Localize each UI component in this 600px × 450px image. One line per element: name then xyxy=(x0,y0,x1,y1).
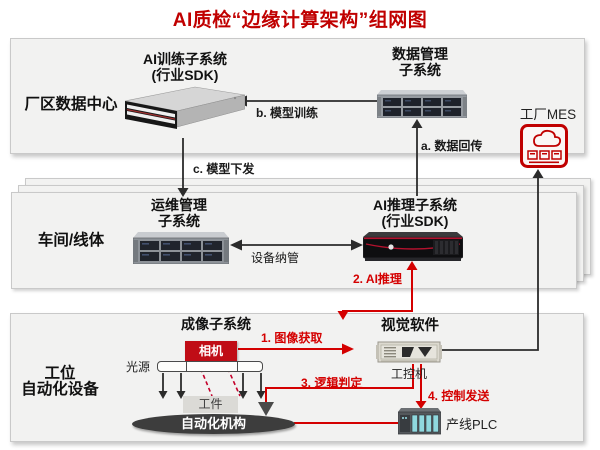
zone-datacenter xyxy=(10,38,585,154)
zone-workshop xyxy=(11,192,577,289)
data-mgmt-title-line2: 子系统 xyxy=(399,61,441,78)
training-title-line2: (行业SDK) xyxy=(151,66,219,83)
light-source-label: 光源 xyxy=(126,360,151,374)
workpiece-box: 工件 xyxy=(183,396,238,413)
zone-label-station: 工位 自动化设备 xyxy=(8,366,112,398)
zone-label-station-line1: 工位 xyxy=(44,365,76,382)
edge-label-data-backhaul: a. 数据回传 xyxy=(421,139,483,153)
page-title: AI质检“边缘计算架构”组网图 xyxy=(172,10,428,31)
inference-title-line1: AI推理子系统 xyxy=(373,197,457,213)
plc-icon xyxy=(398,408,441,435)
edge-label-model-training: b. 模型训练 xyxy=(256,106,318,120)
actuator-ellipse: 自动化机构 xyxy=(132,414,295,434)
inference-subsystem-title: AI推理子系统 (行业SDK) xyxy=(353,197,477,229)
ipc-label: 工控机 xyxy=(390,367,427,381)
zone-label-workshop: 车间/线体 xyxy=(37,232,105,249)
light-bar-divider xyxy=(237,362,238,371)
edge-label-model-deploy: c. 模型下发 xyxy=(193,162,255,176)
om-title-line2: 子系统 xyxy=(158,212,200,229)
imaging-subsystem-title: 成像子系统 xyxy=(181,316,251,332)
training-subsystem-title: AI训练子系统 (行业SDK) xyxy=(133,51,237,83)
edge-label-image-acquire: 1. 图像获取 xyxy=(261,331,323,345)
edge-label-logic-decision: 3. 逻辑判定 xyxy=(301,376,363,390)
om-server-icon xyxy=(133,232,229,264)
edge-label-control-send: 4. 控制发送 xyxy=(428,389,490,403)
data-mgmt-title-line1: 数据管理 xyxy=(392,46,448,62)
storage-server-icon xyxy=(377,90,467,118)
zone-label-station-line2: 自动化设备 xyxy=(21,381,99,398)
zone-label-datacenter: 厂区数据中心 xyxy=(24,96,118,113)
edge-label-ai-inference: 2. AI推理 xyxy=(353,272,402,286)
zone-station xyxy=(10,313,584,442)
data-mgmt-subsystem-title: 数据管理 子系统 xyxy=(378,46,462,78)
mes-label: 工厂MES xyxy=(519,107,577,122)
mes-cloud-icon xyxy=(520,124,568,168)
om-subsystem-title: 运维管理 子系统 xyxy=(137,197,221,229)
training-title-line1: AI训练子系统 xyxy=(143,51,227,67)
light-bar-divider xyxy=(186,362,187,371)
inference-server-icon xyxy=(363,232,463,261)
plc-label: 产线PLC xyxy=(446,417,498,432)
camera-box: 相机 xyxy=(185,341,237,361)
edge-label-device-manage: 设备纳管 xyxy=(251,251,300,265)
light-bar xyxy=(157,361,263,372)
vision-software-title: 视觉软件 xyxy=(381,318,439,334)
om-title-line1: 运维管理 xyxy=(151,197,207,213)
training-server-icon xyxy=(125,86,245,129)
ipc-icon xyxy=(376,341,442,363)
inference-title-line2: (行业SDK) xyxy=(381,212,449,229)
